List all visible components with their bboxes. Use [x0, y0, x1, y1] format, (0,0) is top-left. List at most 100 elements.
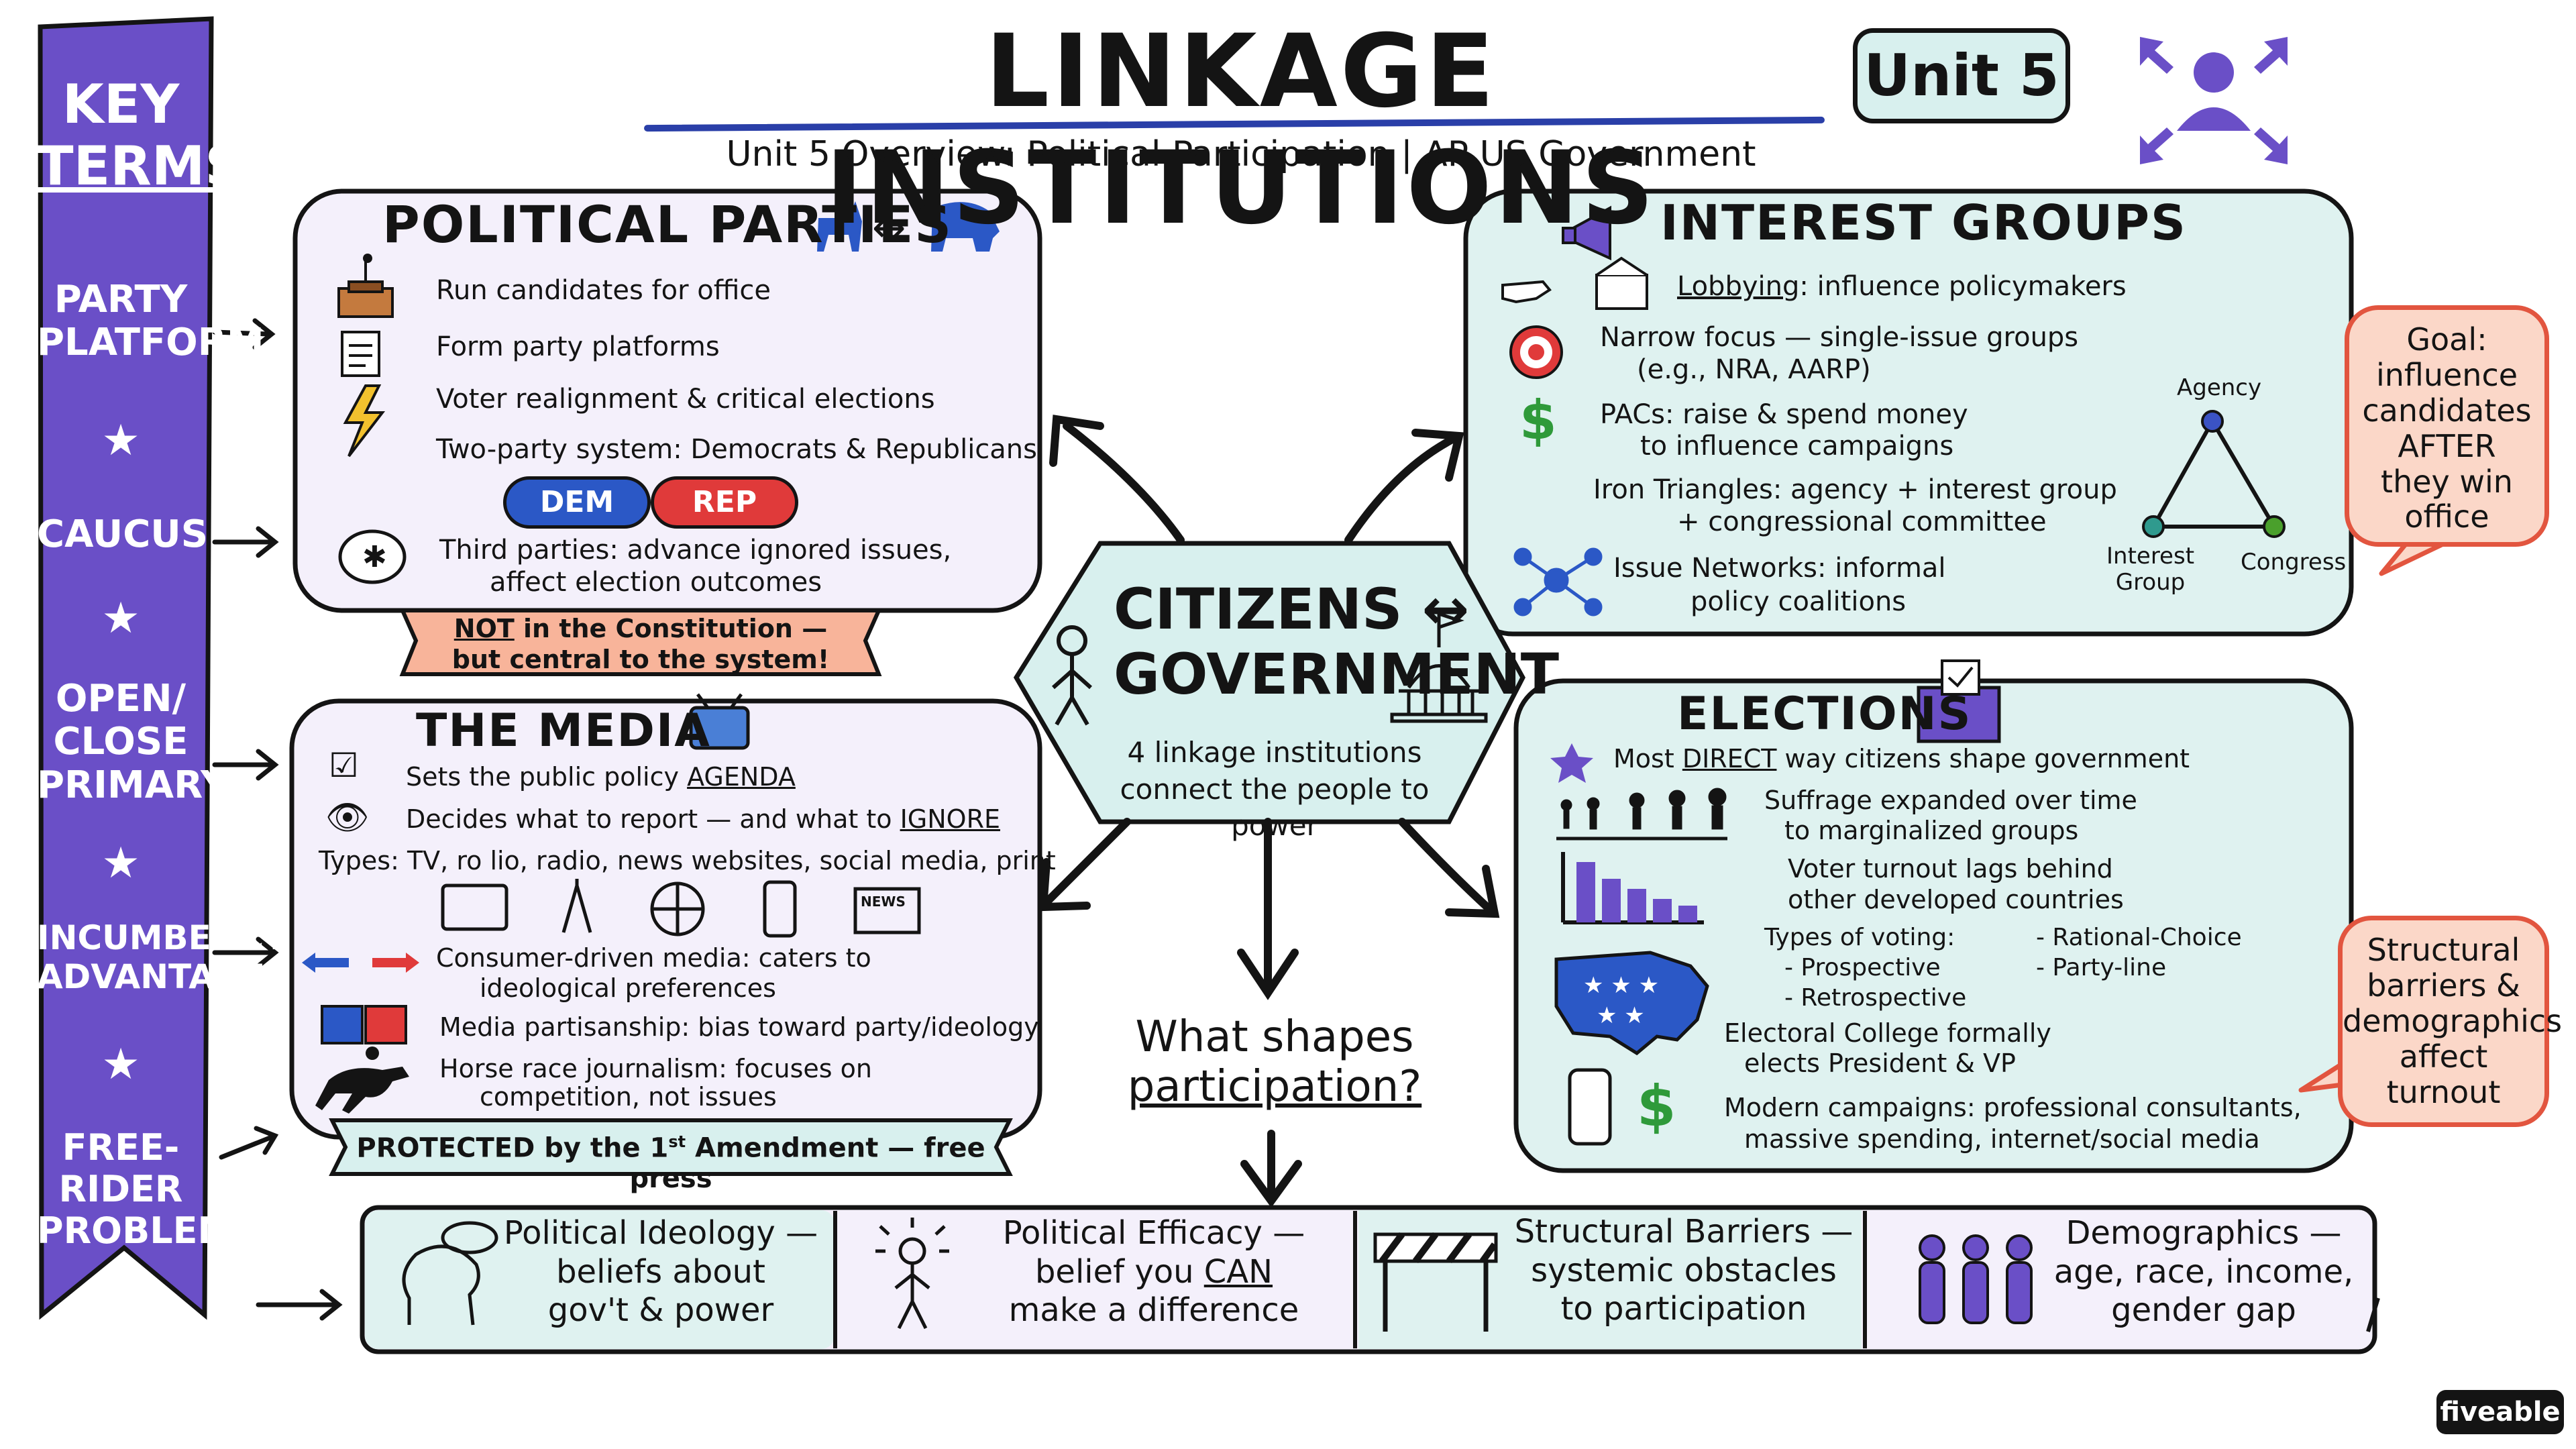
key-terms-ribbon [38, 16, 214, 1320]
checklist-icon: ☑ [329, 746, 359, 785]
parties-third-line2: affect election outcomes [490, 567, 822, 598]
elections-modern-line2: massive spending, internet/social media [1744, 1124, 2260, 1154]
sidebar-star-icon: ★ [101, 1040, 140, 1089]
sidebar-star-icon: ★ [101, 416, 140, 466]
sidebar-star-icon: ★ [101, 839, 140, 888]
elections-turnout-line2: other developed countries [1788, 885, 2124, 914]
interest-narrow-line1: Narrow focus — single-issue groups [1600, 322, 2079, 353]
elections-ec-line2: elects President & VP [1744, 1049, 2016, 1078]
factors-dividers [833, 1211, 1867, 1348]
media-types-icons [441, 879, 921, 938]
factor-demographics: Demographics —age, race, income,gender g… [2053, 1214, 2354, 1330]
news-icon-label: NEWS [861, 894, 906, 910]
media-banner [329, 1118, 1013, 1176]
elections-suffrage-line1: Suffrage expanded over time [1764, 786, 2137, 815]
interest-pacs-line1: PACs: raise & spend money [1600, 399, 1968, 430]
partisanship-icon [321, 1005, 407, 1044]
platform-document-icon [341, 331, 380, 377]
network-icon [1513, 547, 1603, 616]
parties-item-1: Run candidates for office [436, 275, 771, 306]
parties-item-3: Voter realignment & critical elections [436, 384, 935, 415]
interest-iron-line2: + congressional committee [1677, 506, 2047, 537]
capitol-icon [1390, 611, 1488, 723]
eye-icon: 👁 [325, 798, 370, 838]
media-partisanship: Media partisanship: bias toward party/id… [439, 1012, 1039, 1042]
triangle-node-interest [2142, 515, 2165, 538]
participation-question: What shapes participation? [1127, 1012, 1422, 1112]
elections-types-col1: - Prospective- Retrospective [1784, 954, 1967, 1012]
horse-race-icon [315, 1046, 409, 1114]
elections-direct: Most DIRECT way citizens shape governmen… [1613, 744, 2190, 773]
media-horse-line2: competition, not issues [480, 1082, 777, 1112]
phone-dollar-icon [1568, 1068, 1612, 1146]
interest-issue-line2: policy coalitions [1690, 586, 1907, 617]
page-subtitle: Unit 5 Overview: Political Participation… [726, 134, 1756, 174]
podium-icon [337, 254, 394, 318]
people-focus-icon [2140, 37, 2288, 164]
rep-badge: REP [651, 476, 798, 529]
media-ignore: Decides what to report — and what to IGN… [406, 804, 1000, 834]
us-map-icon: ★ ★ ★ ★ ★ [1554, 951, 1709, 1056]
star-icon [1550, 743, 1593, 783]
center-caption: 4 linkage institutions connect the peopl… [1120, 736, 1430, 843]
lightning-icon [343, 384, 386, 458]
unit-badge: Unit 5 [1853, 28, 2070, 123]
suffrage-people-icon [1556, 788, 1727, 841]
asterisk-icon: ✱ [362, 540, 387, 574]
svg-text:★ ★: ★ ★ [1597, 1002, 1645, 1029]
center-hexagon [1013, 541, 1525, 824]
center-title: CITIZENS ↔ GOVERNMENT [1114, 576, 1560, 707]
megaphone-icon [1562, 205, 1611, 261]
fiveable-logo: fiveable [2436, 1390, 2564, 1434]
media-consumer-line1: Consumer-driven media: caters to [436, 943, 871, 973]
elections-ec-line1: Electoral College formally [1724, 1018, 2051, 1048]
interest-lobbying: Lobbying: influence policymakers [1677, 271, 2127, 302]
key-terms-heading: KEY TERMS [37, 73, 244, 197]
elections-title: ELECTIONS [1677, 688, 1972, 741]
triangle-node-congress [2263, 515, 2286, 538]
page-title: LINKAGE INSTITUTIONS [825, 13, 1657, 247]
parties-banner-text: NOT in the Constitution — but central to… [451, 614, 830, 674]
interest-pacs-line2: to influence campaigns [1640, 431, 1954, 462]
efficacy-figure-icon [875, 1218, 949, 1330]
elections-turnout-line1: Voter turnout lags behind [1788, 854, 2113, 883]
elections-types-label: Types of voting: [1764, 924, 1955, 951]
tv-icon [689, 693, 750, 750]
parties-arrow: ↔ [872, 205, 906, 252]
triangle-node-agency [2201, 410, 2224, 433]
dem-badge: DEM [503, 476, 651, 529]
media-title: THE MEDIA [416, 704, 711, 757]
media-horse-line1: Horse race journalism: focuses on [439, 1054, 872, 1083]
speech-bubble-icon [338, 529, 407, 584]
key-term-caucus: CAUCUS [37, 513, 209, 556]
elections-modern-line1: Modern campaigns: professional consultan… [1724, 1093, 2302, 1122]
triangle-label-agency: Agency [2177, 374, 2262, 401]
ballot-box-icon [1917, 659, 2001, 743]
triangle-label-congress: Congress [2241, 549, 2347, 576]
dollar-icon: $ [1519, 389, 1557, 451]
interest-title: INTEREST GROUPS [1660, 195, 2187, 251]
media-banner-text: PROTECTED by the 1st Amendment — free pr… [356, 1132, 985, 1195]
parties-item-2: Form party platforms [436, 331, 720, 362]
capitol-small-icon [1595, 256, 1648, 310]
left-right-arrows-icon [302, 953, 419, 973]
media-agenda: Sets the public policy AGENDA [406, 762, 796, 792]
elections-suffrage-line2: to marginalized groups [1784, 816, 2079, 845]
barrier-icon [1373, 1232, 1498, 1332]
media-consumer-line2: ideological preferences [480, 973, 776, 1003]
svg-text:★ ★ ★: ★ ★ ★ [1583, 972, 1659, 999]
interest-narrow-line2: (e.g., NRA, AARP) [1637, 354, 1871, 385]
demographics-people-icon [1919, 1234, 2033, 1324]
factor-political-efficacy: Political Efficacy — belief you CAN make… [1002, 1214, 1305, 1330]
citizen-stick-figure-icon [1052, 625, 1092, 726]
turnout-bar-chart-icon [1561, 852, 1704, 924]
